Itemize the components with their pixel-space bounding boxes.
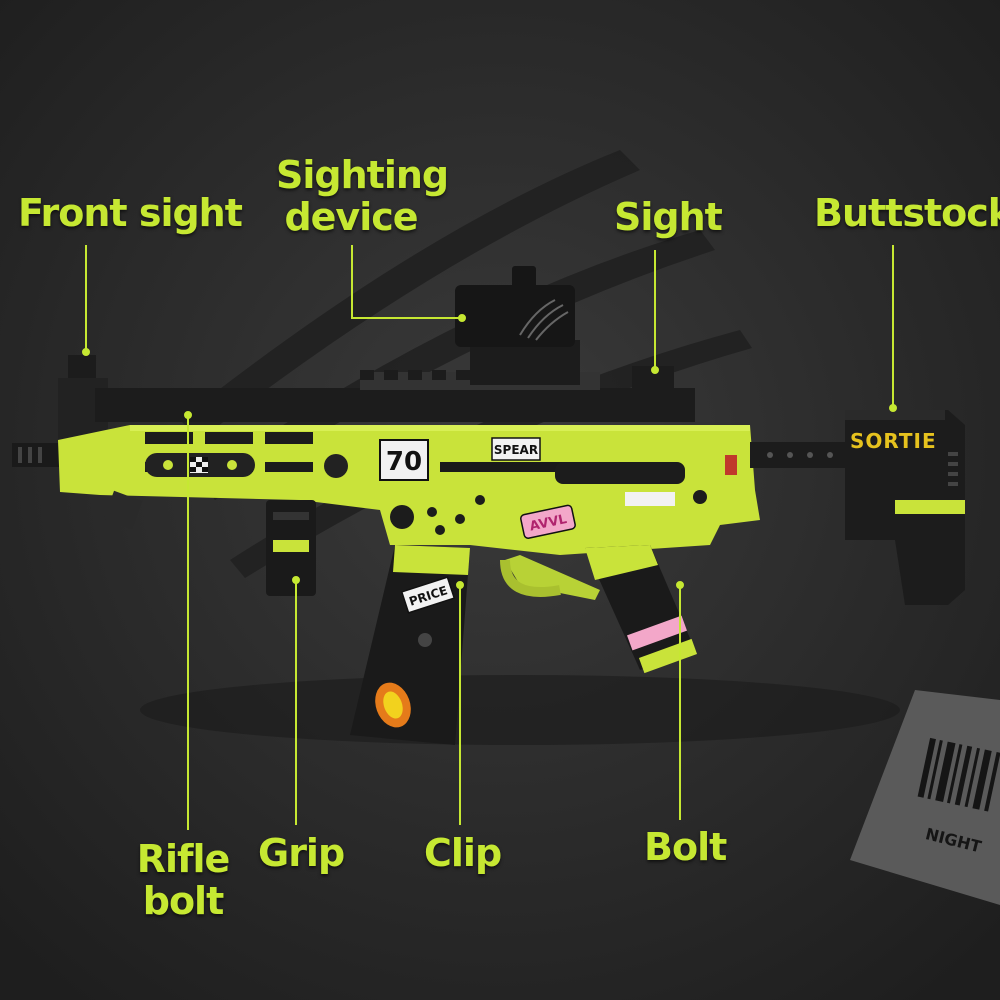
upper-rail <box>95 388 695 422</box>
spear-tag-text: SPEAR <box>494 443 538 457</box>
scope-mount <box>470 340 580 385</box>
label-grip: Grip <box>258 831 345 875</box>
label-buttstock: Buttstock <box>814 191 1000 235</box>
leader-lines <box>82 245 897 830</box>
label-sighting-device: Sighting device <box>276 153 449 239</box>
gun-illustration: 70 SPEAR AVVL <box>12 266 965 745</box>
stock-strut <box>750 442 850 468</box>
label-rifle-bolt: Rifle bolt <box>118 838 248 922</box>
magazine-flame-decal <box>375 682 411 728</box>
label-sighting-device-line2: device <box>284 195 418 239</box>
number-badge <box>379 439 429 481</box>
label-clip: Clip <box>424 831 502 875</box>
pink-patch: AVVL <box>520 504 576 539</box>
spear-tag <box>491 437 541 461</box>
leader-sighting-device <box>351 245 462 319</box>
label-rifle-bolt-line1: Rifle <box>136 837 231 881</box>
label-bolt: Bolt <box>644 825 727 869</box>
trigger-guard <box>505 555 600 600</box>
label-rifle-bolt-line2: bolt <box>142 879 225 923</box>
label-sight: Sight <box>614 195 723 239</box>
number-badge-text: 70 <box>386 447 422 477</box>
barcode-tag: NIGHT <box>850 690 1000 905</box>
label-sighting-device-line1: Sighting <box>276 153 449 197</box>
label-front-sight: Front sight <box>18 191 243 235</box>
stock-badge-text: SORTIE <box>850 429 937 453</box>
pistol-grip <box>585 545 695 670</box>
red-dot-scope <box>455 285 575 347</box>
ejection-port <box>440 462 590 472</box>
